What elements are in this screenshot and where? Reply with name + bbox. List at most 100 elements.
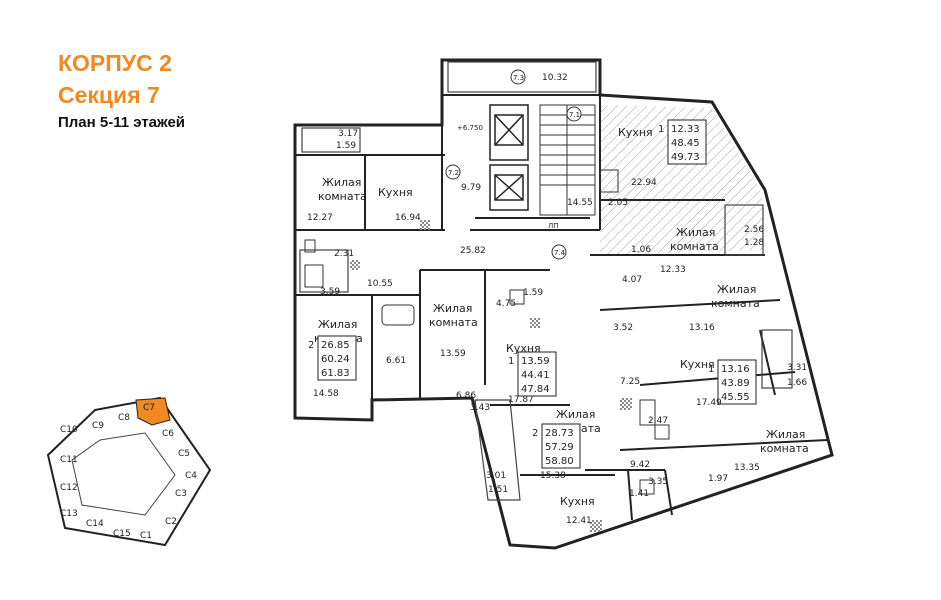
room-code: 7.1 — [569, 111, 580, 119]
room-area: 10.55 — [367, 279, 393, 289]
room-code: 7.2 — [448, 169, 459, 177]
apartment-rooms: 2 — [532, 428, 538, 439]
room-code-circle — [510, 69, 526, 85]
apartment-box — [717, 359, 757, 405]
room-area: 16.94 — [395, 213, 421, 223]
key-plan-section: С11 — [60, 455, 78, 465]
key-plan-section: С15 — [113, 529, 131, 539]
apartment-rooms: 1 — [708, 364, 714, 375]
room-area: 2.31 — [334, 249, 354, 259]
room-label: Жилая — [717, 283, 756, 296]
room-area: 14.58 — [313, 389, 339, 399]
room-code-circle — [566, 106, 582, 122]
kitchen-label: Кухня — [378, 186, 413, 199]
room-area: 14.55 — [567, 198, 593, 208]
apartment-reduced-area: 45.55 — [721, 392, 750, 403]
room-label: Жилая — [556, 408, 595, 421]
apartment-living-area: 13.59 — [521, 356, 550, 367]
apartment-total-area: 60.24 — [321, 354, 350, 365]
room-area: 12.27 — [307, 213, 333, 223]
room-area: 25.82 — [460, 246, 486, 256]
room-area: 1.59 — [523, 288, 543, 298]
room-label: Жилая — [433, 302, 472, 315]
room-code: 7.3 — [513, 74, 524, 82]
building-outline — [293, 58, 834, 550]
room-area: 10.32 — [542, 73, 568, 83]
apartment-box — [667, 119, 707, 165]
key-plan-section: С5 — [178, 449, 190, 459]
key-plan-section: С9 — [92, 421, 104, 431]
room-area: 1.51 — [488, 485, 508, 495]
apartment-box — [317, 335, 357, 381]
room-area: 2.47 — [648, 416, 668, 426]
key-plan-section: С12 — [60, 483, 78, 493]
room-area: 13.35 — [734, 463, 760, 473]
room-code-circle — [445, 164, 461, 180]
room-label: Жилая — [676, 226, 715, 239]
apartment-total-area: 57.29 — [545, 442, 574, 453]
room-area: 9.79 — [461, 183, 481, 193]
room-area: 13.59 — [440, 349, 466, 359]
apartment-rooms: 2 — [308, 340, 314, 351]
kitchen-tiles — [350, 220, 632, 532]
lift-mark: ЛП — [548, 222, 559, 230]
room-area: 4.75 — [496, 299, 516, 309]
room-area: 15.38 — [540, 471, 566, 481]
kitchen-label: Кухня — [618, 126, 653, 139]
room-area: 1.06 — [631, 245, 651, 255]
hatched-apartment — [600, 105, 765, 255]
room-area: 12.33 — [660, 265, 686, 275]
room-area: 13.16 — [689, 323, 715, 333]
room-area: 3.01 — [486, 471, 506, 481]
key-plan-section: С6 — [162, 429, 174, 439]
room-area: 3.35 — [648, 477, 668, 487]
kitchen-label: Кухня — [680, 358, 715, 371]
room-code: 7.4 — [554, 249, 566, 257]
section-title: Секция 7 — [58, 82, 160, 108]
room-area: 9.42 — [630, 460, 650, 470]
room-label: Жилая — [318, 318, 357, 331]
room-area: 17.49 — [696, 398, 722, 408]
apartment-total-area: 48.45 — [671, 138, 700, 149]
room-area: 3.31 — [787, 363, 807, 373]
room-code-circle — [551, 244, 567, 260]
balconies — [299, 61, 793, 501]
key-plan-section: С2 — [165, 517, 177, 527]
key-plan-section: С7 — [143, 403, 155, 413]
key-plan-section: С8 — [118, 413, 130, 423]
apartment-rooms: 1 — [658, 124, 664, 135]
room-area: 4.07 — [622, 275, 642, 285]
room-area: 6.86 — [456, 391, 476, 401]
room-area: 1.66 — [787, 378, 807, 388]
room-label: комната — [429, 316, 478, 329]
apartment-living-area: 28.73 — [545, 428, 574, 439]
floors-subtitle: План 5-11 этажей — [58, 114, 186, 131]
key-plan-section: С14 — [86, 519, 104, 529]
elevation-mark: +6.750 — [457, 124, 483, 132]
room-label: комната — [318, 190, 367, 203]
room-area: 2.05 — [608, 198, 628, 208]
apartment-box — [517, 351, 557, 397]
room-area: 3.59 — [320, 287, 340, 297]
apartment-living-area: 26.85 — [321, 340, 350, 351]
key-plan-highlight — [135, 397, 171, 426]
apartment-total-area: 43.89 — [721, 378, 750, 389]
room-area: 3.43 — [470, 403, 490, 413]
apartment-living-area: 13.16 — [721, 364, 750, 375]
room-area: 6.61 — [386, 356, 406, 366]
key-plan-section: С10 — [60, 425, 78, 435]
apartment-living-area: 12.33 — [671, 124, 700, 135]
room-label: комната — [760, 442, 809, 455]
room-area: 17.87 — [508, 395, 534, 405]
room-area: 1.59 — [336, 141, 356, 151]
key-plan-section: С13 — [60, 509, 78, 519]
room-label: Жилая — [766, 428, 805, 441]
building-title: КОРПУС 2 — [58, 50, 172, 76]
apartment-rooms: 1 — [508, 356, 514, 367]
room-area: 22.94 — [631, 178, 657, 188]
room-area: 3.52 — [613, 323, 633, 333]
apartment-total-area: 44.41 — [521, 370, 550, 381]
